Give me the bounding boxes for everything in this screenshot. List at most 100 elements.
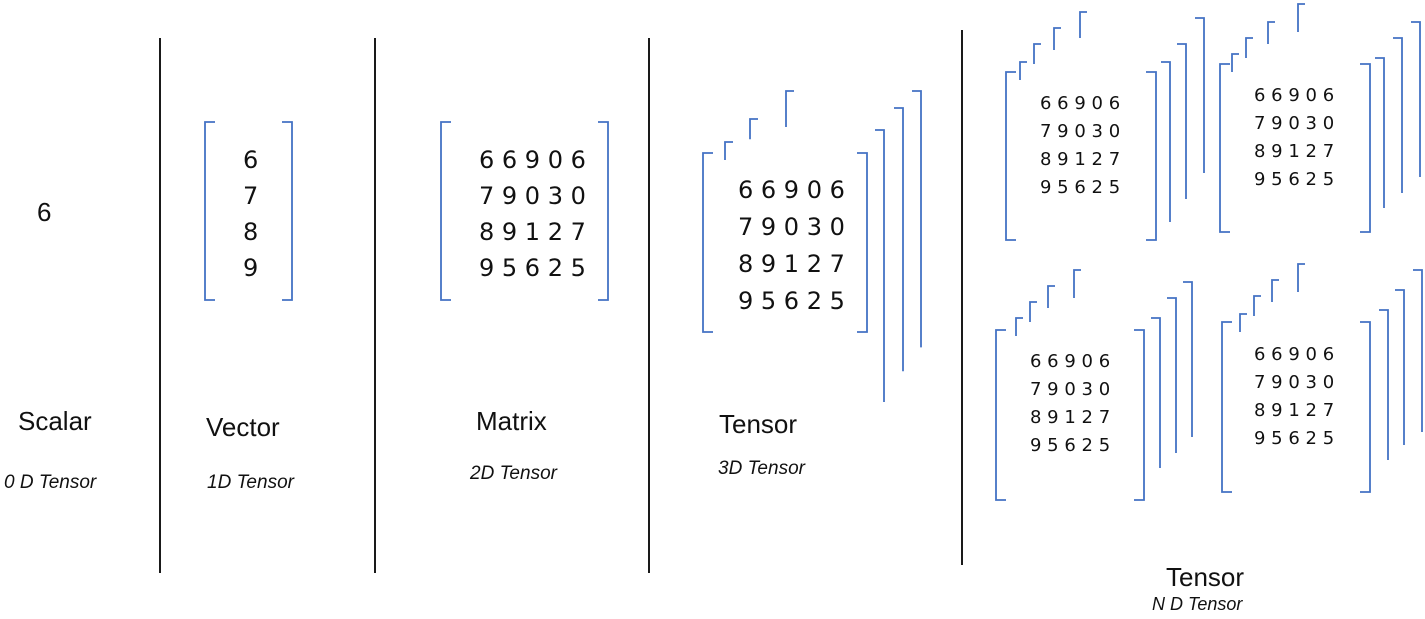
stack-left-bracket [724, 141, 733, 160]
stack-left-bracket [1253, 295, 1261, 316]
tensornd-row: 6 6 9 0 6 [1254, 344, 1335, 365]
tensor3d-title: Tensor [719, 409, 798, 439]
left-bracket [440, 121, 451, 301]
scalar-subtitle: 0 D Tensor [4, 472, 97, 493]
tensornd-subtitle: N D Tensor [1152, 594, 1243, 614]
left-bracket [1219, 63, 1230, 233]
stack-right-bracket [1195, 17, 1205, 173]
tensor3d-row: 8 9 1 2 7 [738, 250, 845, 278]
tensornd-block-2: 6 6 9 0 6 7 9 0 3 0 8 9 1 2 7 9 5 6 2 5 [1254, 82, 1334, 194]
vector-value: 6 [243, 146, 259, 174]
stack-right-bracket [1411, 21, 1421, 177]
vector-values: 6 7 8 9 [243, 142, 258, 286]
tensornd-row: 6 6 9 0 6 [1254, 85, 1335, 106]
tensornd-row: 7 9 0 3 0 [1254, 372, 1335, 393]
tensornd-row: 9 5 6 2 5 [1030, 435, 1111, 456]
stack-left-bracket [1073, 269, 1081, 298]
stack-left-bracket [1029, 301, 1037, 322]
stack-left-bracket [1245, 37, 1253, 58]
divider-1 [159, 38, 161, 573]
stack-right-bracket [1151, 317, 1161, 468]
divider-4 [961, 30, 963, 565]
matrix-row: 7 9 0 3 0 [479, 182, 586, 210]
tensornd-row: 8 9 1 2 7 [1254, 141, 1335, 162]
tensornd-block-3: 6 6 9 0 6 7 9 0 3 0 8 9 1 2 7 9 5 6 2 5 [1030, 348, 1110, 460]
tensornd-block-1: 6 6 9 0 6 7 9 0 3 0 8 9 1 2 7 9 5 6 2 5 [1040, 90, 1120, 202]
tensor3d-row: 7 9 0 3 0 [738, 213, 845, 241]
stack-left-bracket [1297, 263, 1305, 292]
tensornd-row: 8 9 1 2 7 [1030, 407, 1111, 428]
matrix-row: 6 6 9 0 6 [479, 146, 586, 174]
stack-left-bracket [1297, 3, 1305, 32]
stack-left-bracket [1019, 61, 1027, 80]
stack-left-bracket [1047, 285, 1055, 308]
matrix-row: 8 9 1 2 7 [479, 218, 586, 246]
scalar-title: Scalar [18, 406, 92, 436]
tensornd-row: 9 5 6 2 5 [1254, 169, 1335, 190]
left-bracket [995, 329, 1006, 501]
right-bracket [1134, 329, 1145, 501]
stack-left-bracket [1271, 279, 1279, 302]
stack-right-bracket [1379, 309, 1389, 460]
left-bracket [702, 152, 713, 333]
stack-left-bracket [1053, 27, 1061, 50]
tensornd-title: Tensor [1166, 562, 1245, 592]
stack-left-bracket [1079, 11, 1087, 38]
right-bracket [282, 121, 293, 301]
stack-left-bracket [1231, 53, 1239, 72]
stack-right-bracket [875, 129, 885, 402]
tensornd-row: 9 5 6 2 5 [1254, 428, 1335, 449]
stack-right-bracket [1395, 289, 1405, 445]
tensor3d-subtitle: 3D Tensor [718, 458, 805, 479]
stack-right-bracket [1413, 269, 1423, 432]
right-bracket [1360, 63, 1371, 233]
tensornd-row: 6 6 9 0 6 [1030, 351, 1111, 372]
tensornd-row: 8 9 1 2 7 [1254, 400, 1335, 421]
tensornd-row: 6 6 9 0 6 [1040, 93, 1121, 114]
matrix-values: 6 6 9 0 6 7 9 0 3 0 8 9 1 2 7 9 5 6 2 5 [479, 142, 586, 286]
tensor3d-row: 6 6 9 0 6 [738, 176, 845, 204]
right-bracket [857, 152, 868, 333]
matrix-title: Matrix [476, 406, 547, 436]
stack-right-bracket [894, 107, 904, 372]
right-bracket [1146, 71, 1157, 241]
stack-left-bracket [785, 90, 794, 127]
stack-right-bracket [1177, 43, 1187, 199]
left-bracket [204, 121, 215, 301]
stack-right-bracket [1161, 61, 1171, 222]
stack-right-bracket [1393, 37, 1403, 193]
stack-right-bracket [1183, 281, 1193, 437]
divider-3 [648, 38, 650, 573]
stack-right-bracket [912, 90, 922, 348]
stack-right-bracket [1375, 57, 1385, 208]
left-bracket [1221, 321, 1232, 493]
stack-left-bracket [1239, 313, 1247, 332]
stack-right-bracket [1167, 297, 1177, 453]
vector-value: 7 [243, 182, 259, 210]
tensornd-block-4: 6 6 9 0 6 7 9 0 3 0 8 9 1 2 7 9 5 6 2 5 [1254, 341, 1334, 453]
tensornd-row: 7 9 0 3 0 [1030, 379, 1111, 400]
right-bracket [598, 121, 609, 301]
right-bracket [1360, 321, 1371, 493]
stack-left-bracket [1015, 317, 1023, 336]
tensor3d-values: 6 6 9 0 6 7 9 0 3 0 8 9 1 2 7 9 5 6 2 5 [738, 172, 845, 320]
vector-value: 8 [243, 218, 259, 246]
vector-value: 9 [243, 254, 259, 282]
tensornd-row: 7 9 0 3 0 [1254, 113, 1335, 134]
tensornd-row: 7 9 0 3 0 [1040, 121, 1121, 142]
matrix-row: 9 5 6 2 5 [479, 254, 586, 282]
divider-2 [374, 38, 376, 573]
matrix-subtitle: 2D Tensor [470, 463, 557, 484]
vector-title: Vector [206, 412, 280, 442]
scalar-value: 6 [37, 197, 52, 227]
stack-left-bracket [1033, 43, 1041, 64]
left-bracket [1005, 71, 1016, 241]
tensornd-row: 8 9 1 2 7 [1040, 149, 1121, 170]
tensor3d-row: 9 5 6 2 5 [738, 287, 845, 315]
stack-left-bracket [1267, 21, 1275, 44]
vector-subtitle: 1D Tensor [207, 472, 294, 493]
tensornd-row: 9 5 6 2 5 [1040, 177, 1121, 198]
stack-left-bracket [749, 118, 758, 140]
